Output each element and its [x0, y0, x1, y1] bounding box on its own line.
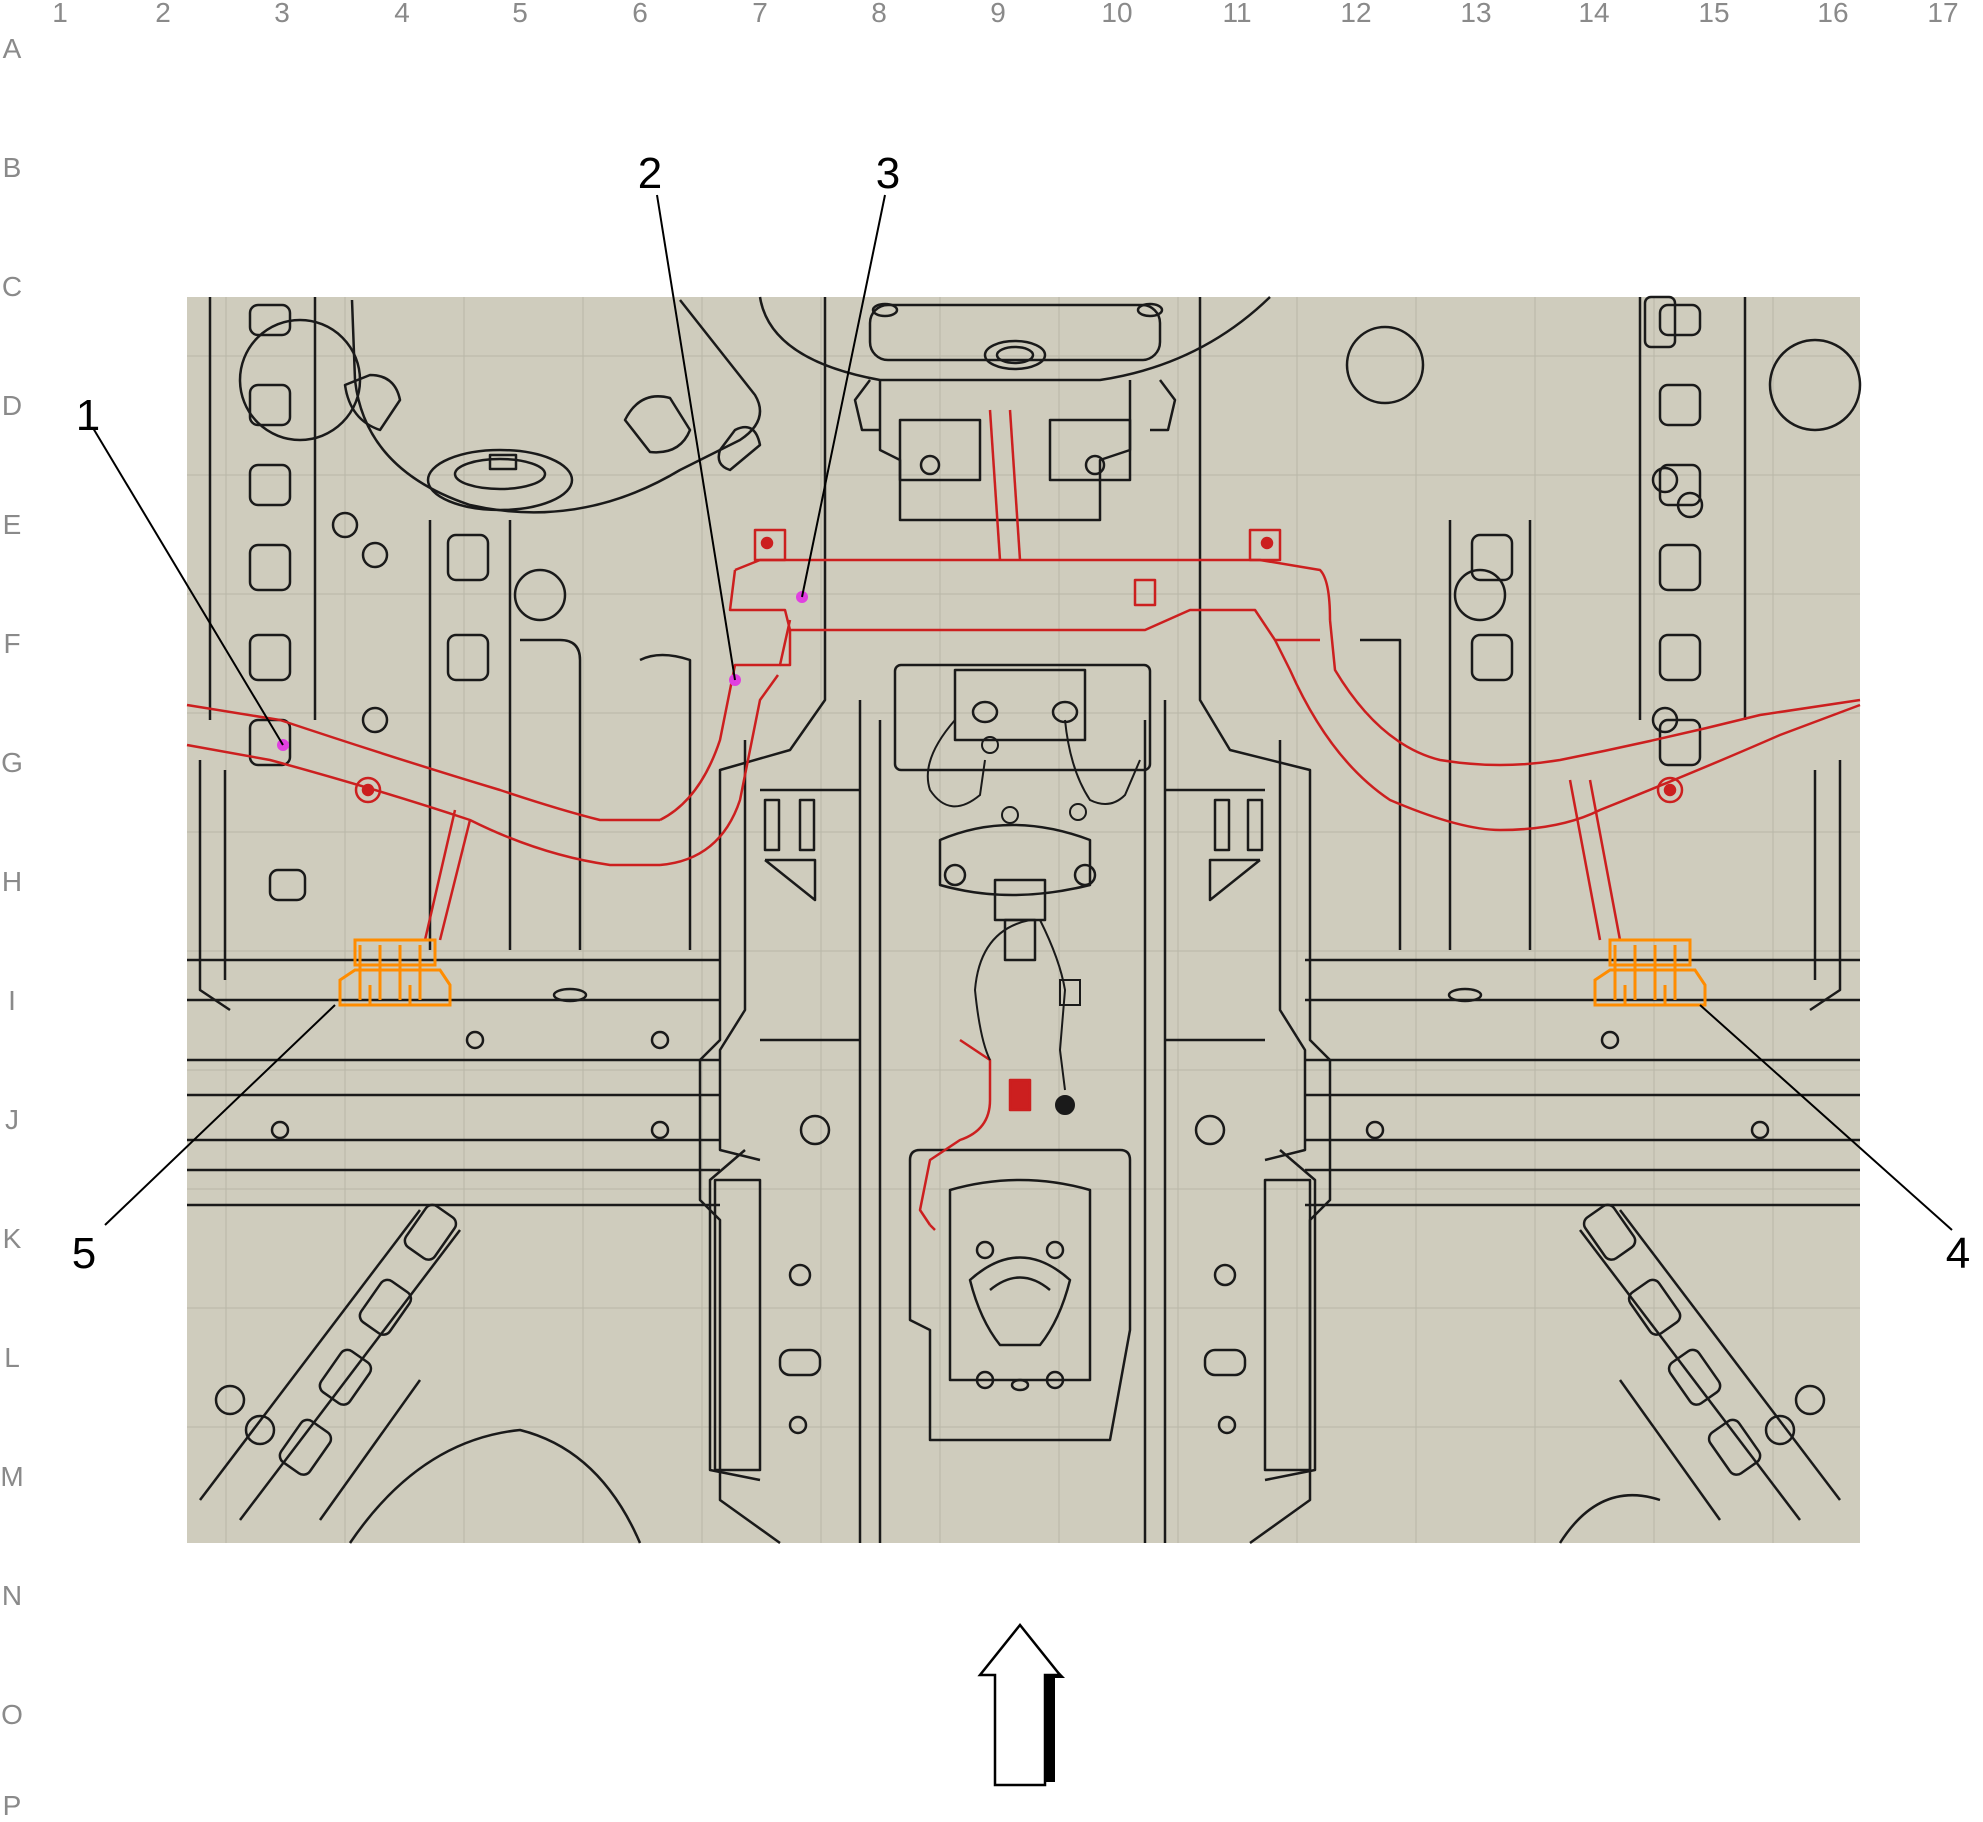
- grid-row-A: A: [3, 33, 22, 64]
- leader-5: [104, 1004, 336, 1226]
- callouts: 1 2 3 4 5: [72, 149, 1970, 1278]
- grid-row-F: F: [3, 628, 20, 659]
- grid-col-17: 17: [1927, 0, 1958, 28]
- drawing-panel: [186, 295, 1862, 1545]
- grid-row-E: E: [3, 509, 22, 540]
- harness-trunk-top: [734, 558, 1332, 621]
- wiring-harness: [186, 409, 1861, 1231]
- callout-3: 3: [876, 149, 900, 198]
- grid-col-2: 2: [155, 0, 171, 28]
- grid-row-K: K: [3, 1223, 22, 1254]
- callout-leaders: [92, 194, 1953, 1231]
- grid-col-5: 5: [512, 0, 528, 28]
- callout-4: 4: [1946, 1229, 1970, 1278]
- grid-col-3: 3: [274, 0, 290, 28]
- grid-row-C: C: [2, 271, 22, 302]
- grid-col-7: 7: [752, 0, 768, 28]
- panel-grid: [187, 297, 1860, 1543]
- grid-col-10: 10: [1101, 0, 1132, 28]
- grid-col-14: 14: [1578, 0, 1609, 28]
- module-wiring: [926, 719, 1141, 1115]
- grid-col-13: 13: [1460, 0, 1491, 28]
- grid-row-I: I: [8, 985, 16, 1016]
- grid-row-G: G: [1, 747, 23, 778]
- harness-branch-left-outer: [186, 703, 660, 822]
- leader-3: [801, 194, 886, 598]
- callout-2: 2: [638, 149, 662, 198]
- grid-col-8: 8: [871, 0, 887, 28]
- grid-row-B: B: [3, 152, 22, 183]
- grid-row-J: J: [5, 1104, 19, 1135]
- grid-row-H: H: [2, 866, 22, 897]
- connector-left: [338, 938, 452, 1007]
- grid-col-4: 4: [394, 0, 410, 28]
- grid-col-9: 9: [990, 0, 1006, 28]
- harness-drop-right: [1568, 779, 1602, 941]
- leader-2: [656, 194, 736, 681]
- grid-column-labels: 1 2 3 4 5 6 7 8 9 10 11 12 13 14 15 16 1…: [52, 0, 1958, 28]
- grid-row-D: D: [2, 390, 22, 421]
- grid-row-O: O: [1, 1699, 23, 1730]
- grid-row-N: N: [2, 1580, 22, 1611]
- harness-drop-left: [438, 819, 472, 941]
- connector-right: [1593, 938, 1707, 1007]
- callout-5: 5: [72, 1229, 96, 1278]
- grid-col-1: 1: [52, 0, 68, 28]
- grid-row-L: L: [4, 1342, 20, 1373]
- grid-col-16: 16: [1817, 0, 1848, 28]
- grid-row-labels: A B C D E F G H I J K L M N O P: [0, 33, 23, 1821]
- grid-col-15: 15: [1698, 0, 1729, 28]
- grid-row-P: P: [3, 1790, 22, 1821]
- vehicle-floor-structure: [187, 295, 1862, 1545]
- grid-col-12: 12: [1340, 0, 1371, 28]
- grid-row-M: M: [0, 1461, 23, 1492]
- callout-1: 1: [76, 391, 100, 440]
- leader-4: [1699, 1004, 1953, 1231]
- grid-col-11: 11: [1222, 0, 1251, 28]
- harness-branch-left-inner: [186, 743, 660, 867]
- up-arrow-icon: [977, 1622, 1065, 1787]
- leader-1: [92, 427, 284, 746]
- grid-col-6: 6: [632, 0, 648, 28]
